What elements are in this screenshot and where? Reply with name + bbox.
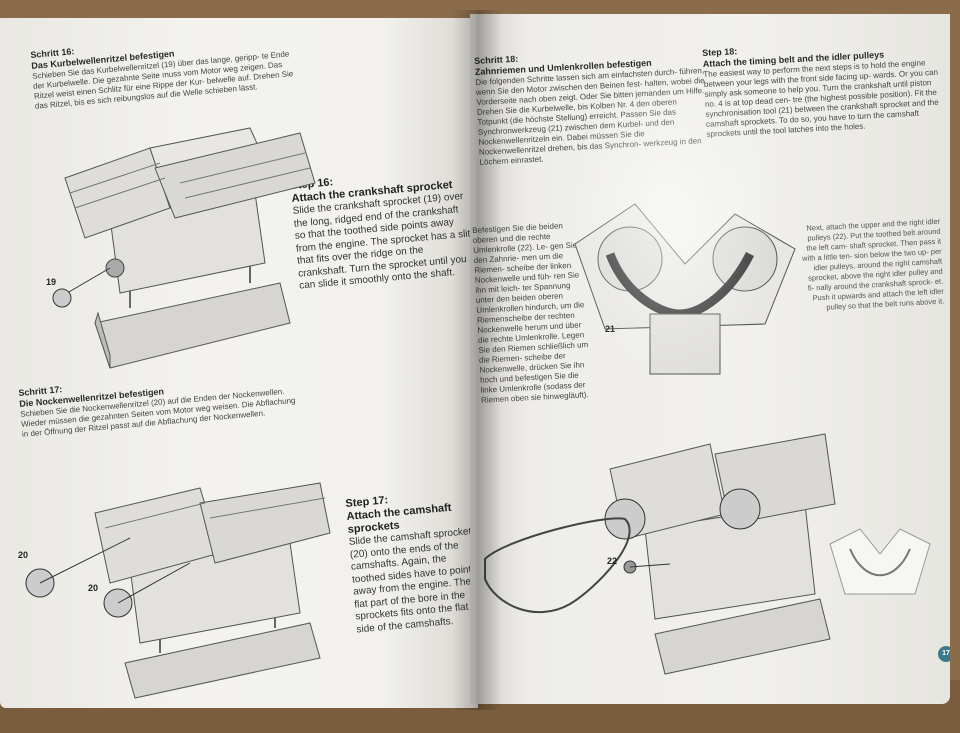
engine-illustration-step17: 20 20: [18, 482, 331, 699]
step18-block-2: Next, attach the upper and the right idl…: [800, 217, 945, 314]
synchronisation-tool-illustration: 21: [574, 203, 796, 375]
step18-text: The easiest way to perform the next step…: [703, 58, 939, 139]
part-20a-label: 20: [18, 550, 28, 560]
part-22-label: 22: [607, 556, 617, 566]
page-number-badge: 17: [938, 646, 950, 662]
belt-routing-diagram: [829, 528, 931, 595]
step18-block: Step 18: Attach the timing belt and the …: [702, 36, 941, 140]
left-page: Schritt 16: Das Kurbelwellenritzel befes…: [0, 18, 478, 708]
schritt17-block: Schritt 17: Die Nockenwellenritzel befes…: [18, 364, 301, 440]
book-spine-shadow: [452, 10, 502, 710]
right-page: Schritt 18: Zahnriemen und Umlenkrollen …: [470, 14, 950, 704]
schritt18-text: Die folgenden Schritte lassen sich am ei…: [475, 65, 705, 167]
schritt18-block: Schritt 18: Zahnriemen und Umlenkrollen …: [474, 44, 710, 168]
engine-illustration-step16: 19: [46, 127, 316, 369]
part-19-label: 19: [46, 277, 56, 287]
part-20b-label: 20: [88, 583, 98, 593]
step18-text-2: Next, attach the upper and the right idl…: [801, 216, 945, 312]
part-21-label: 21: [605, 324, 615, 334]
schritt16-block: Schritt 16: Das Kurbelwellenritzel befes…: [30, 26, 304, 111]
engine-illustration-step18: 22: [484, 433, 836, 675]
